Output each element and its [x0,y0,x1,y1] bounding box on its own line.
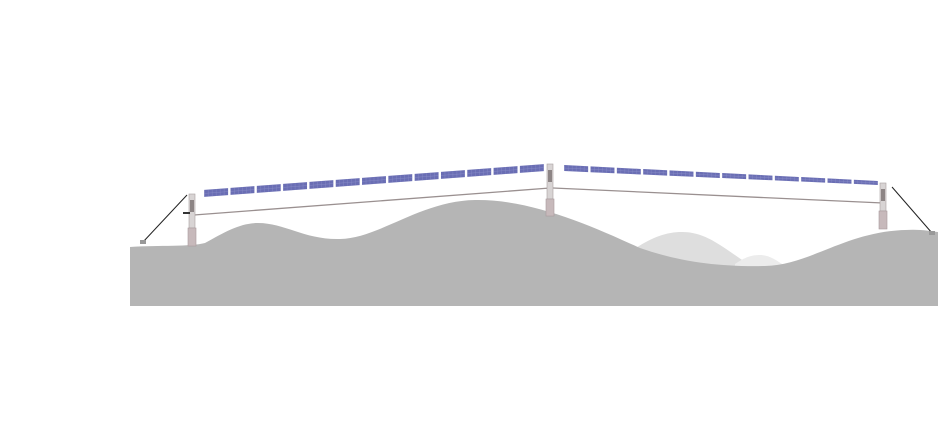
left-solar-array [204,164,544,197]
right-solar-array [564,165,878,185]
left-torque-cable [193,187,551,216]
post-pile [878,210,888,230]
drive-motor [183,212,190,214]
slew-drive [548,170,552,182]
post-pile [545,198,555,217]
left-guy-wire [142,194,188,243]
right-guy-wire [891,186,933,234]
background-hill-small [735,255,785,268]
right-torque-cable [552,187,884,204]
post-pile [187,227,197,247]
right-post [878,182,888,230]
ground-terrain [130,199,938,306]
left-post [183,193,197,247]
right-anchor [929,231,935,235]
slew-drive [881,189,885,201]
slew-drive [190,200,194,212]
left-anchor [140,240,146,244]
middle-post [545,163,555,217]
